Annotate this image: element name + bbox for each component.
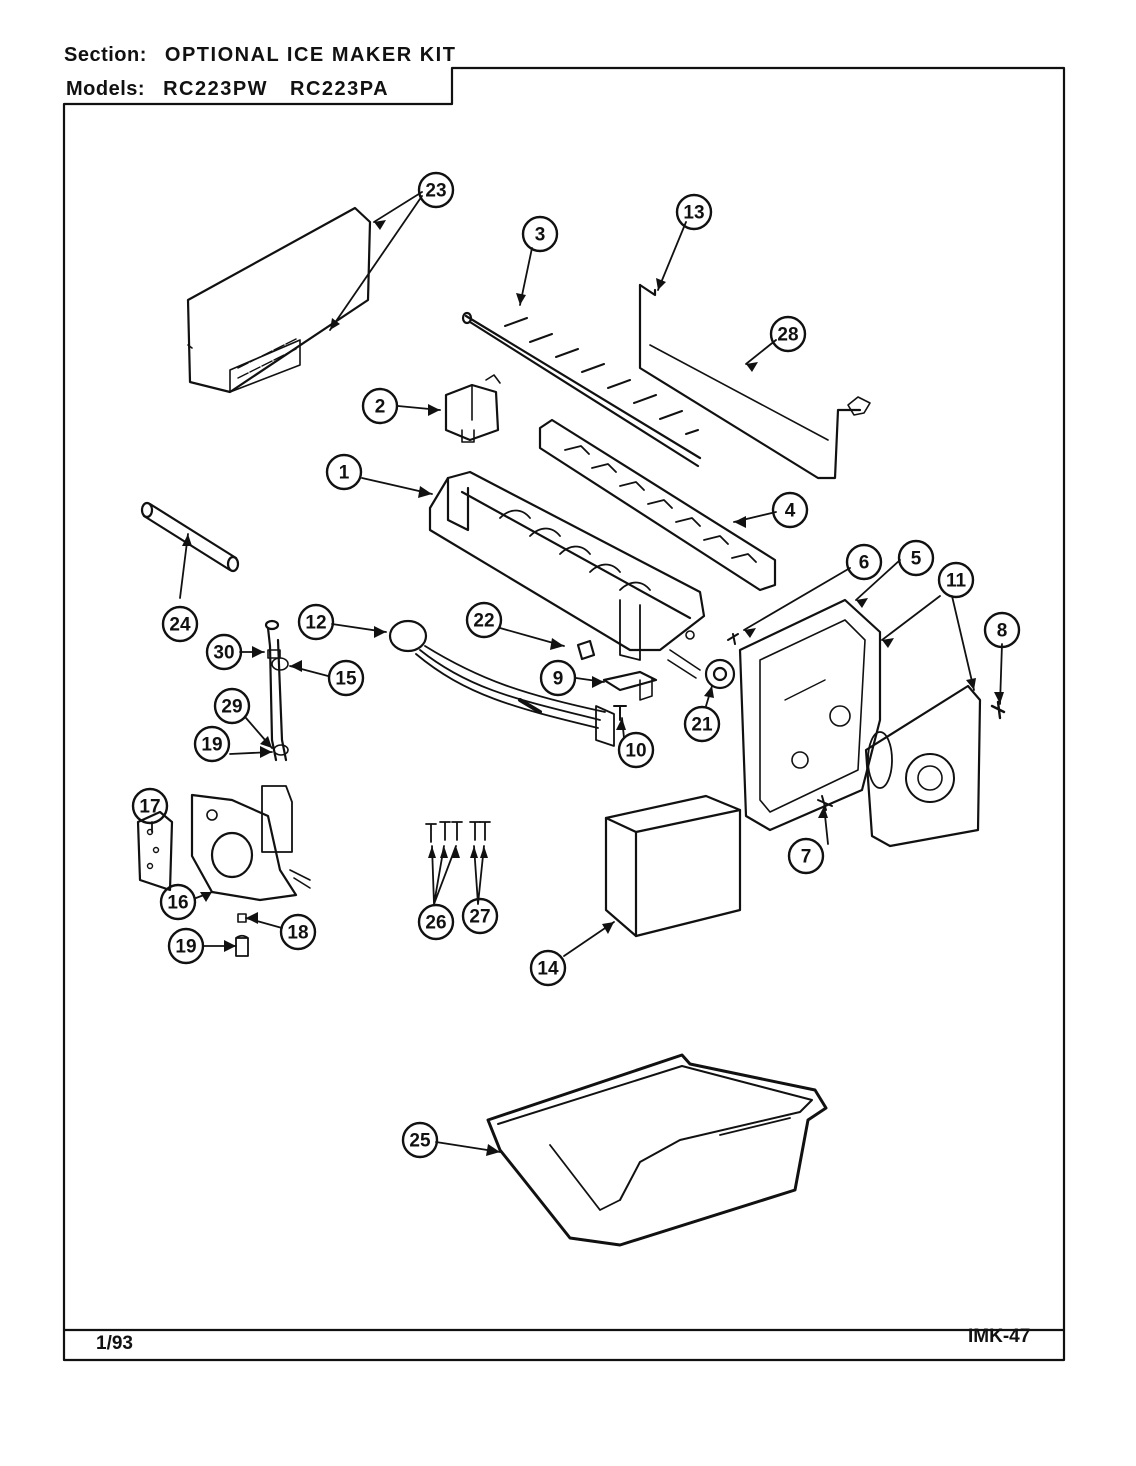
part-29-water-tube [264, 619, 289, 762]
part-19-nut [235, 934, 249, 957]
part-12-harness [388, 619, 615, 747]
callout-21: 21 [691, 715, 713, 736]
section-header: Section: OPTIONAL ICE MAKER KIT [64, 44, 456, 67]
part-10-screw [613, 705, 627, 721]
part-21-gear [667, 649, 736, 690]
callout-25: 25 [409, 1131, 431, 1152]
callout-29: 29 [221, 697, 242, 718]
callout-3: 3 [535, 225, 546, 246]
callout-28: 28 [777, 325, 798, 346]
callout-9: 9 [553, 669, 564, 690]
callout-24: 24 [169, 615, 191, 636]
model-2: RC223PA [290, 78, 390, 100]
callout-7: 7 [801, 847, 812, 868]
callout-13: 13 [683, 203, 704, 224]
part-27-screws [469, 821, 491, 841]
callout-16: 16 [167, 893, 188, 914]
models-label: Models: [66, 78, 146, 100]
part-4-stripper [538, 418, 777, 592]
part-11-motor-plate [864, 684, 982, 848]
part-23-cover-panel [186, 206, 372, 394]
callout-22: 22 [473, 611, 494, 632]
part-22-clip [576, 639, 596, 661]
callout-26: 26 [425, 913, 446, 934]
part-2-bracket [444, 374, 501, 443]
callout-18: 18 [287, 923, 308, 944]
part-8-screw [990, 700, 1006, 720]
callout-19-upper: 19 [201, 735, 222, 756]
part-18-washer [237, 913, 247, 923]
callout-14: 14 [537, 959, 559, 980]
part-5-housing [738, 598, 882, 832]
footer-date: 1/93 [96, 1333, 133, 1354]
section-label: Section: [64, 44, 147, 66]
leader-arrowheads [182, 220, 1004, 1156]
callout-30: 30 [213, 643, 234, 664]
part-14-box [604, 794, 742, 938]
callout-6: 6 [859, 553, 870, 574]
part-26-screws [425, 821, 463, 843]
callout-15: 15 [335, 669, 357, 690]
part-1-mold [428, 470, 706, 661]
callout-circles [131, 171, 1021, 1159]
frame-border [62, 66, 1066, 1362]
callout-5: 5 [911, 549, 922, 570]
part-7-screw [817, 795, 833, 811]
part-3-ejector [461, 311, 702, 468]
callout-8: 8 [997, 621, 1008, 642]
part-16-water-valve [190, 785, 311, 902]
section-value: OPTIONAL ICE MAKER KIT [164, 44, 457, 66]
callout-19-lower: 19 [175, 937, 196, 958]
model-1: RC223PW [163, 78, 269, 100]
callout-11: 11 [946, 571, 967, 592]
footer-code: IMK-47 [968, 1326, 1031, 1347]
part-6-screw [727, 633, 739, 645]
part-25-ice-bin [486, 1053, 828, 1247]
callout-2: 2 [375, 397, 386, 418]
callout-4: 4 [785, 501, 796, 522]
part-9-thermostat [602, 670, 658, 701]
callout-10: 10 [625, 741, 646, 762]
callout-27: 27 [469, 907, 490, 928]
callout-23: 23 [425, 181, 446, 202]
callout-1: 1 [339, 463, 350, 484]
callout-12: 12 [305, 613, 326, 634]
models-header: Models: RC223PW RC223PA [66, 78, 389, 101]
part-24-fill-tube [140, 501, 240, 573]
part-13-shield [638, 283, 871, 480]
part-17-bracket [136, 810, 174, 892]
callout-17: 17 [139, 797, 160, 818]
